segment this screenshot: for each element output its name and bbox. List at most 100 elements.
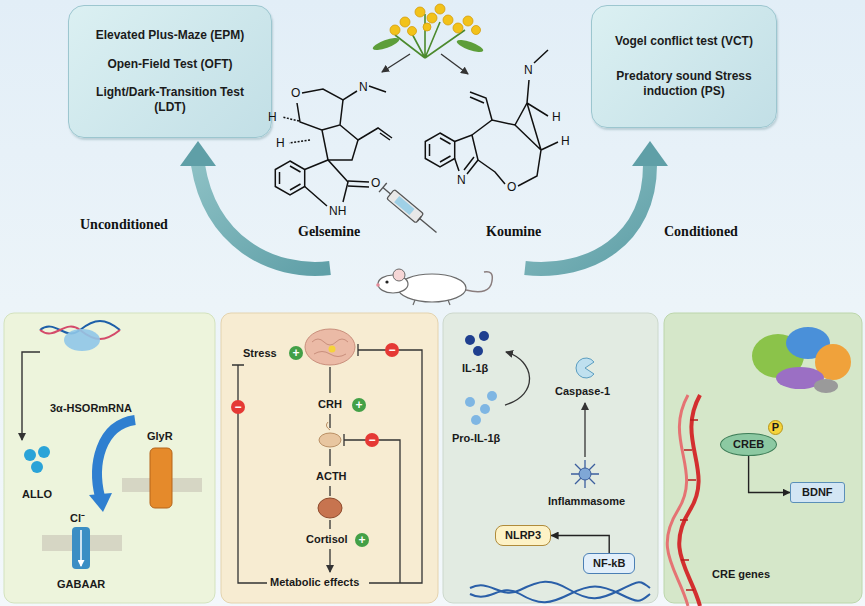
atom-label: O <box>507 180 516 194</box>
syringe-icon <box>387 189 424 223</box>
panel2-hpa-icons <box>326 422 330 430</box>
plant-illustration <box>390 4 481 36</box>
curved-arrow <box>632 141 668 166</box>
figure-label: Conditioned <box>664 224 738 240</box>
mouse-icon <box>413 300 450 305</box>
plant-illustration <box>463 16 473 26</box>
minus-sign: − <box>365 433 379 447</box>
panel4-brain-dna-icons <box>667 327 851 606</box>
node-text: Vogel conflict test (VCT) <box>615 34 753 49</box>
figure-label: Gelsemine <box>298 224 360 240</box>
panel1-icons <box>22 321 202 569</box>
atom-label: O <box>291 86 300 100</box>
plant-illustration <box>435 4 445 14</box>
node-text: ACTH <box>316 470 347 483</box>
plant-illustration <box>408 27 417 36</box>
node-text: Open-Field Test (OFT) <box>107 57 232 72</box>
atom-label: H <box>276 136 285 150</box>
plant-illustration <box>382 54 410 72</box>
panel1-icons <box>22 352 40 440</box>
panel3-inflammation-icons <box>480 404 490 414</box>
panel2-hpa-icons <box>344 434 400 583</box>
node-text: Caspase-1 <box>555 385 610 398</box>
plant-illustration <box>453 23 463 33</box>
atom-label: H <box>268 110 277 124</box>
mouse-icon <box>376 283 380 287</box>
node-text: Cl⁻ <box>70 512 85 525</box>
node-text: CRE genes <box>712 568 770 581</box>
koumine-structure <box>478 103 558 186</box>
panel-backgrounds <box>443 313 658 603</box>
node-text: Cortisol <box>306 533 348 546</box>
gelsemine-structure <box>297 86 386 160</box>
panel3-inflammation-icons <box>487 391 497 401</box>
panel2-hpa-icons <box>305 329 355 365</box>
panel1-icons <box>72 527 90 569</box>
plus-sign: + <box>352 398 366 412</box>
plant-illustration <box>415 7 425 17</box>
node-text: IL-1β <box>462 362 488 375</box>
panel4-brain-dna-icons <box>680 420 698 590</box>
gelsemine-structure <box>305 160 348 206</box>
protein-ellipse: CREB <box>720 433 777 456</box>
connector-arrow <box>551 536 609 554</box>
mouse-icon <box>385 280 388 283</box>
curved-arrow <box>180 141 216 166</box>
atom-label: H <box>552 110 561 124</box>
panel3-inflammation-icons <box>584 403 585 457</box>
panel3-inflammation-icons <box>479 331 489 341</box>
panel3-inflammation-icons <box>505 352 530 405</box>
plant-illustration <box>423 23 431 31</box>
panel-backgrounds <box>221 313 438 603</box>
curved-arrow <box>525 165 650 269</box>
plant-illustration <box>371 35 400 52</box>
node-text: NF-kB <box>593 557 625 570</box>
phospho-dot: P <box>768 420 783 435</box>
panel1-icons <box>80 530 82 566</box>
syringe-icon <box>394 196 414 215</box>
panel2-hpa-icons <box>319 433 341 447</box>
plant-illustration <box>395 14 465 58</box>
plant-illustration <box>427 13 437 23</box>
panel1-icons <box>64 329 100 351</box>
node-text: Light/Dark-Transition Test (LDT) <box>79 85 261 115</box>
node-text: Stress <box>243 347 277 360</box>
koumine-structure <box>425 50 558 186</box>
plant-illustration <box>400 17 410 27</box>
panel1-icons <box>24 449 36 461</box>
panel1-icons <box>97 420 135 497</box>
panel3-inflammation-icons <box>470 587 650 603</box>
plant-illustration <box>455 37 484 54</box>
panel1-icons <box>31 461 43 473</box>
node-text: 3α-HSORmRNA <box>50 402 132 415</box>
panel3-inflammation-icons <box>471 415 481 425</box>
mouse-icon <box>466 272 492 292</box>
atom-label: NH <box>329 204 346 218</box>
panel1-icons <box>89 493 112 512</box>
node-text: CRH <box>318 398 342 411</box>
figure-label: Unconditioned <box>80 217 168 233</box>
panel1-icons <box>150 448 172 508</box>
panel3-inflammation-icons <box>473 346 483 356</box>
panel-backgrounds <box>4 313 215 603</box>
panel3-inflammation-icons <box>571 460 599 488</box>
koumine-structure <box>455 135 478 174</box>
minus-sign: − <box>385 343 399 357</box>
node-text: Metabolic effects <box>270 576 359 589</box>
koumine-structure <box>425 133 454 167</box>
atom-label: N <box>457 173 466 187</box>
gelsemine-structure <box>275 161 304 195</box>
panel2-hpa-icons <box>358 344 422 583</box>
node-text: GlyR <box>147 430 173 443</box>
atom-label: N <box>524 63 533 77</box>
node-text: Pro-IL-1β <box>452 432 500 445</box>
plant-illustration <box>472 26 481 35</box>
node-text: Elevated Plus-Maze (EPM) <box>96 28 245 43</box>
panel1-icons <box>38 446 50 458</box>
plus-sign: + <box>355 533 369 547</box>
panel3-inflammation-icons <box>465 335 475 345</box>
plant-illustration <box>390 25 400 35</box>
atom-label: O <box>371 176 380 190</box>
panel4-brain-dna-icons <box>667 395 688 606</box>
